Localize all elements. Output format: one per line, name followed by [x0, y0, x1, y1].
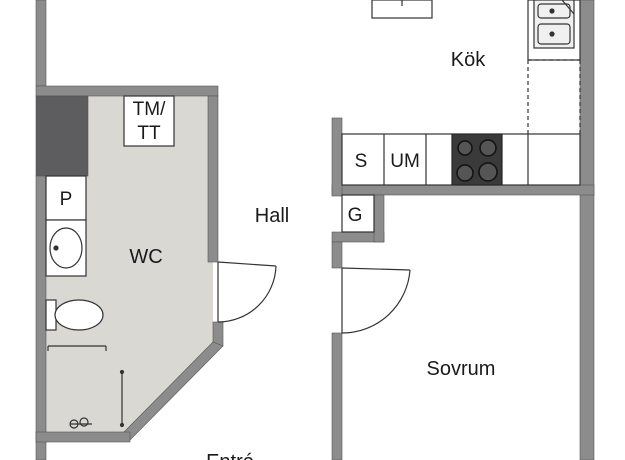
stove-icon	[451, 133, 503, 186]
kitchen-um-label: UM	[390, 151, 420, 172]
washer-dryer-label-line2: TT	[137, 123, 161, 144]
wc-door	[217, 261, 277, 323]
room-label-wc: WC	[129, 246, 162, 268]
wc-fixtures	[45, 95, 175, 428]
room-label-kitchen: Kök	[451, 49, 486, 71]
floor-drain-icon	[69, 417, 92, 429]
wardrobe-p-label: P	[60, 189, 73, 210]
kitchen-s-label: S	[355, 151, 368, 172]
wc-floor	[46, 96, 213, 432]
washer-dryer-label-line1: TM/	[133, 99, 166, 120]
kitchen-sink	[533, 0, 575, 49]
wardrobe-g-label: G	[348, 205, 363, 226]
walls	[35, 0, 595, 460]
room-label-bedroom: Sovrum	[427, 358, 496, 380]
room-label-entry: Entré	[206, 451, 254, 460]
bedroom-door	[341, 267, 411, 334]
room-label-hall: Hall	[255, 205, 289, 227]
wardrobe-g	[341, 194, 375, 233]
